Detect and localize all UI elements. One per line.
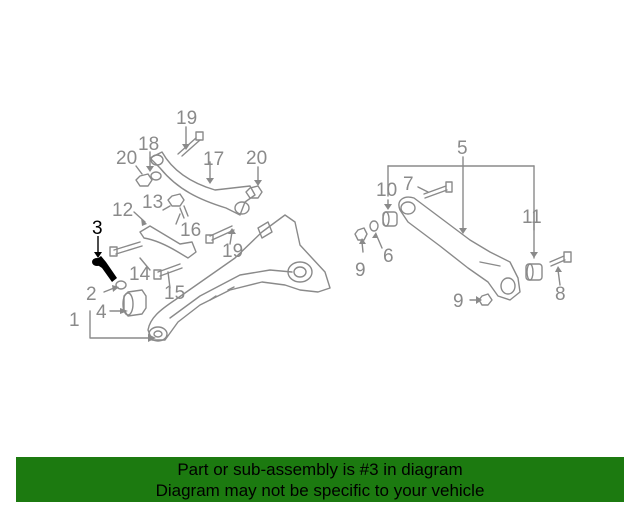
bushing-11 (525, 263, 543, 281)
callout-5: 5 (457, 138, 468, 159)
banner-line-2: Diagram may not be specific to your vehi… (155, 481, 485, 500)
callout-20-right: 20 (246, 148, 267, 169)
callout-9-bottom: 9 (453, 291, 464, 312)
control-arm-5 (398, 196, 521, 301)
callout-4: 4 (96, 302, 107, 323)
bolt-8 (549, 251, 572, 267)
nut-13 (167, 193, 185, 207)
callout-13: 13 (142, 192, 163, 213)
callout-7: 7 (403, 174, 414, 195)
callout-18: 18 (138, 134, 159, 155)
bolt-3-highlighted[interactable] (92, 236, 117, 282)
bolt-16 (179, 205, 189, 219)
trailing-arm (147, 214, 331, 342)
banner-line-1: Part or sub-assembly is #3 in diagram (177, 460, 463, 479)
washer-6 (369, 220, 379, 232)
bushing-10 (382, 211, 398, 227)
link-12 (139, 225, 197, 259)
callout-19-upper: 19 (176, 108, 197, 129)
callout-20-left: 20 (116, 148, 137, 169)
callout-8: 8 (555, 284, 566, 305)
callout-19-lower: 19 (222, 241, 243, 262)
callout-10: 10 (376, 180, 397, 201)
callout-1: 1 (69, 310, 80, 331)
bolt-15 (153, 263, 183, 280)
callout-15: 15 (164, 283, 185, 304)
callout-9-left: 9 (355, 260, 366, 281)
arrowheads (112, 144, 562, 342)
callout-3[interactable]: 3 (92, 218, 103, 239)
callout-12: 12 (112, 200, 133, 221)
callout-11: 11 (522, 207, 542, 228)
nut-9-upper (354, 227, 368, 241)
callout-17: 17 (203, 149, 224, 170)
callout-16: 16 (180, 220, 201, 241)
bushing-4 (122, 289, 147, 317)
info-banner: Part or sub-assembly is #3 in diagram Di… (16, 457, 624, 502)
callout-2: 2 (86, 284, 97, 305)
bolt-7 (423, 181, 453, 199)
bolt-19-upper (177, 131, 204, 157)
washer-2 (115, 280, 127, 290)
callout-14: 14 (129, 264, 151, 285)
bolt-14 (109, 241, 143, 257)
callout-6: 6 (383, 246, 394, 267)
nut-20-left (135, 173, 153, 187)
parts-diagram: 1 2 3 4 5 6 7 8 9 9 10 11 12 13 14 15 16… (69, 108, 572, 342)
washer-18 (150, 171, 162, 181)
